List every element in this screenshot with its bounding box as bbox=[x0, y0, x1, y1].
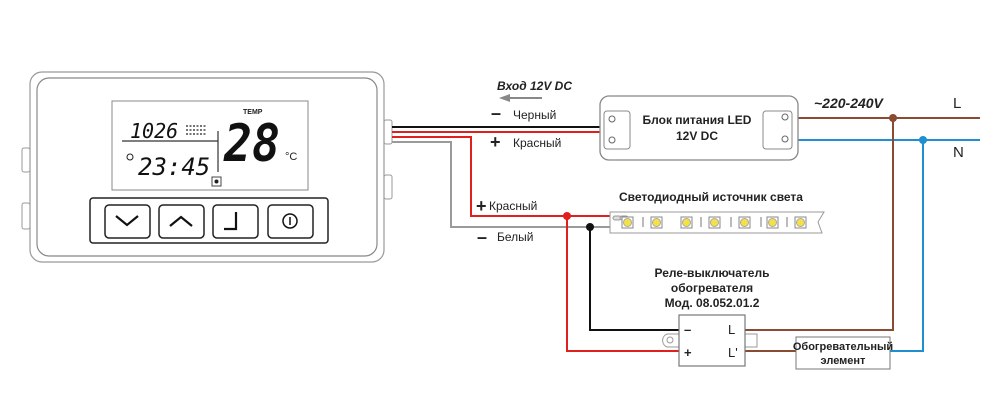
relay-minus-terminal: – bbox=[684, 322, 691, 337]
relay-title: Реле-выключатель bbox=[655, 266, 770, 280]
unit-label: °C bbox=[285, 151, 297, 163]
led-strip-label: Светодиодный источник света bbox=[619, 190, 803, 204]
bar-indicator-icon bbox=[186, 125, 207, 135]
resistor bbox=[642, 217, 644, 227]
light-icon bbox=[211, 176, 222, 187]
live-label: L bbox=[953, 95, 961, 112]
neutral-label: N bbox=[953, 144, 964, 161]
clock-icon bbox=[126, 153, 134, 161]
counter-value: 1026 bbox=[130, 119, 178, 143]
lcd-display: 1026 23:45 TEMP 28 °C bbox=[111, 100, 309, 191]
strip-red-label: Красный bbox=[489, 199, 537, 213]
black-junction bbox=[586, 223, 594, 231]
resistor bbox=[786, 217, 788, 227]
up-button[interactable] bbox=[158, 204, 205, 239]
plus-sign: + bbox=[476, 196, 487, 216]
red-wire-relay bbox=[566, 216, 679, 352]
minus-sign: – bbox=[491, 103, 501, 123]
resistor bbox=[760, 217, 762, 227]
heater-label: Обогревательный bbox=[793, 341, 893, 353]
led-chip-light bbox=[740, 218, 749, 227]
led-chip-light bbox=[682, 218, 691, 227]
red-junction bbox=[563, 212, 571, 220]
arrow-left-icon bbox=[499, 94, 542, 102]
black-label: Черный bbox=[513, 108, 556, 122]
relay-model: Мод. 08.052.01.2 bbox=[665, 296, 760, 310]
neutral-junction bbox=[919, 136, 927, 144]
mains-voltage-label: ~220-240V bbox=[814, 95, 885, 111]
psu-title: Блок питания LED bbox=[643, 113, 752, 127]
enter-button[interactable] bbox=[212, 204, 259, 239]
led-chip-light bbox=[796, 218, 805, 227]
psu-voltage: 12V DC bbox=[676, 129, 718, 143]
led-chip-light bbox=[768, 218, 777, 227]
time-value: 23:45 bbox=[138, 153, 210, 181]
relay-plus-terminal: + bbox=[684, 345, 692, 360]
led-chip-light bbox=[710, 218, 719, 227]
heating-element: Обогревательный элемент bbox=[793, 336, 893, 370]
temperature-value: 28 bbox=[223, 114, 280, 174]
relay-l-terminal: L bbox=[728, 322, 735, 337]
power-supply: Блок питания LED 12V DC bbox=[599, 95, 799, 161]
thermostat-device: 1026 23:45 TEMP 28 °C bbox=[21, 71, 393, 263]
strip-white-label: Белый bbox=[497, 230, 533, 244]
led-strip bbox=[609, 211, 825, 234]
heater-label-2: элемент bbox=[821, 355, 867, 367]
input-label: Вход 12V DC bbox=[497, 79, 572, 93]
enter-icon bbox=[224, 212, 238, 231]
chevron-down-icon bbox=[115, 215, 139, 227]
live-wire-relay bbox=[745, 118, 894, 331]
live-junction bbox=[889, 114, 897, 122]
led-chip-light bbox=[652, 218, 661, 227]
chevron-up-icon bbox=[169, 215, 193, 227]
relay-switch: – + L L' bbox=[662, 314, 758, 367]
minus-sign: – bbox=[477, 227, 487, 247]
red-label: Красный bbox=[513, 136, 561, 150]
power-button[interactable] bbox=[267, 204, 314, 239]
plus-sign: + bbox=[490, 132, 501, 152]
down-button[interactable] bbox=[104, 204, 151, 239]
black-wire-relay bbox=[589, 227, 679, 331]
neutral-wire-heater bbox=[890, 140, 924, 352]
resistor bbox=[700, 217, 702, 227]
white-wire-strip bbox=[392, 141, 612, 228]
relay-subtitle: обогревателя bbox=[671, 281, 753, 295]
temp-label: TEMP bbox=[243, 109, 263, 116]
resistor bbox=[730, 217, 732, 227]
power-icon bbox=[282, 213, 298, 229]
relay-l2-terminal: L' bbox=[728, 345, 738, 360]
red-wire-strip bbox=[392, 136, 612, 217]
led-chip-light bbox=[623, 218, 632, 227]
